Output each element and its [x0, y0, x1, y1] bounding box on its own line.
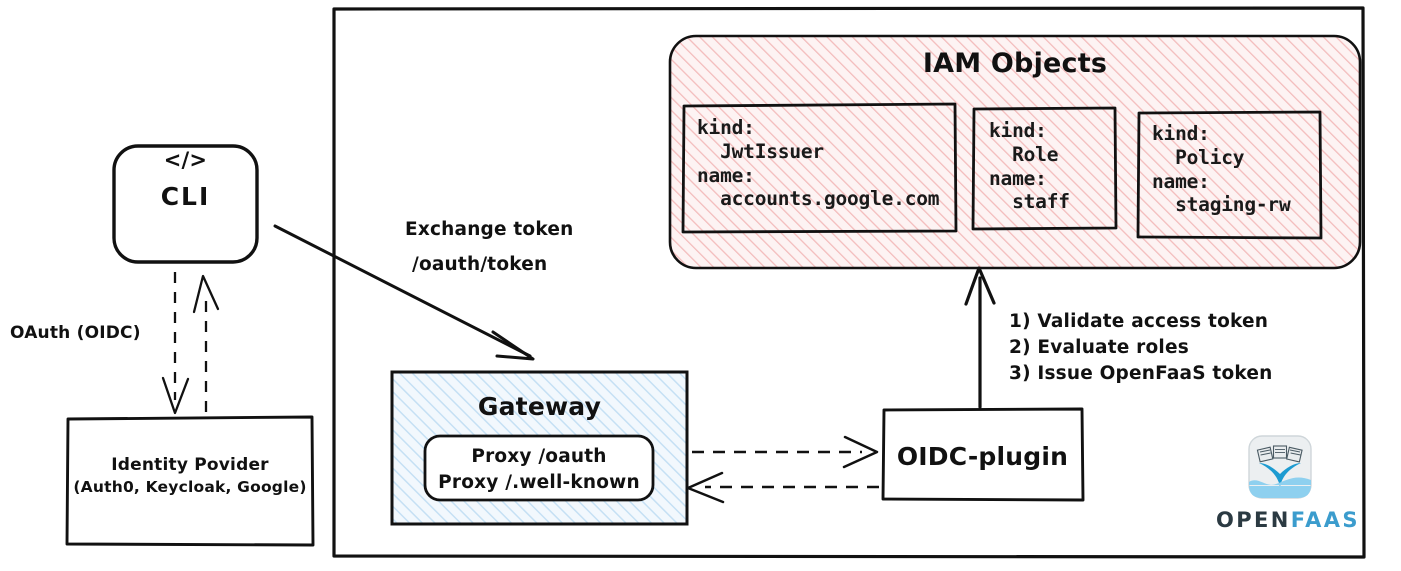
iam-object-card-role	[971, 106, 1118, 231]
cli-node-label: CLI	[160, 182, 211, 211]
exchange-token-label-line1: Exchange token	[405, 219, 574, 240]
openfaas-wordmark-open: OPEN	[1216, 508, 1291, 532]
oidc-plugin-label: OIDC-plugin	[896, 442, 1069, 471]
openfaas-wordmark: OPENFAAS	[1216, 508, 1358, 532]
iam-objects-title: IAM Objects	[922, 48, 1108, 79]
gateway-title: Gateway	[477, 392, 602, 421]
iam-object-card-policy	[1136, 110, 1323, 240]
iam-object-role-text: kind: Role name: staff	[989, 119, 1070, 214]
identity-provider-node	[65, 415, 315, 547]
oauth-connection-label: OAuth (OIDC)	[10, 323, 141, 343]
gateway-proxy-oauth-label: Proxy /oauth	[471, 446, 607, 467]
gateway-proxy-box	[423, 434, 655, 502]
openfaas-logo-icon	[1248, 435, 1312, 499]
cluster-border	[332, 6, 1366, 559]
step-validate-access-token: 1) Validate access token	[1009, 311, 1269, 332]
plugin-to-gateway-arrow	[686, 471, 879, 504]
iam-object-jwtissuer-text: kind: JwtIssuer name: accounts.google.co…	[697, 116, 940, 211]
plugin-to-iam-arrow	[964, 266, 996, 409]
openfaas-wordmark-faas: FAAS	[1290, 508, 1360, 532]
step-issue-openfaas-token: 3) Issue OpenFaaS token	[1009, 363, 1273, 384]
iam-object-card-jwtissuer	[681, 102, 958, 234]
identity-provider-subtitle: (Auth0, Keycloak, Google)	[73, 478, 307, 496]
oauth-arrow-up	[192, 274, 220, 412]
iam-object-policy-text: kind: Policy name: staging-rw	[1152, 122, 1291, 217]
exchange-token-label-line2: /oauth/token	[412, 254, 548, 275]
oauth-arrow-down	[161, 272, 190, 415]
gateway-proxy-wellknown-label: Proxy /.well-known	[438, 472, 640, 493]
exchange-token-arrow	[273, 224, 535, 361]
gateway-to-plugin-arrow	[692, 435, 879, 469]
identity-provider-title: Identity Povider	[111, 455, 269, 475]
iam-objects-container	[668, 34, 1362, 270]
oidc-plugin-node	[881, 407, 1085, 502]
cli-node	[112, 144, 259, 264]
step-evaluate-roles: 2) Evaluate roles	[1009, 337, 1189, 358]
code-brackets-icon: </>	[163, 148, 208, 172]
